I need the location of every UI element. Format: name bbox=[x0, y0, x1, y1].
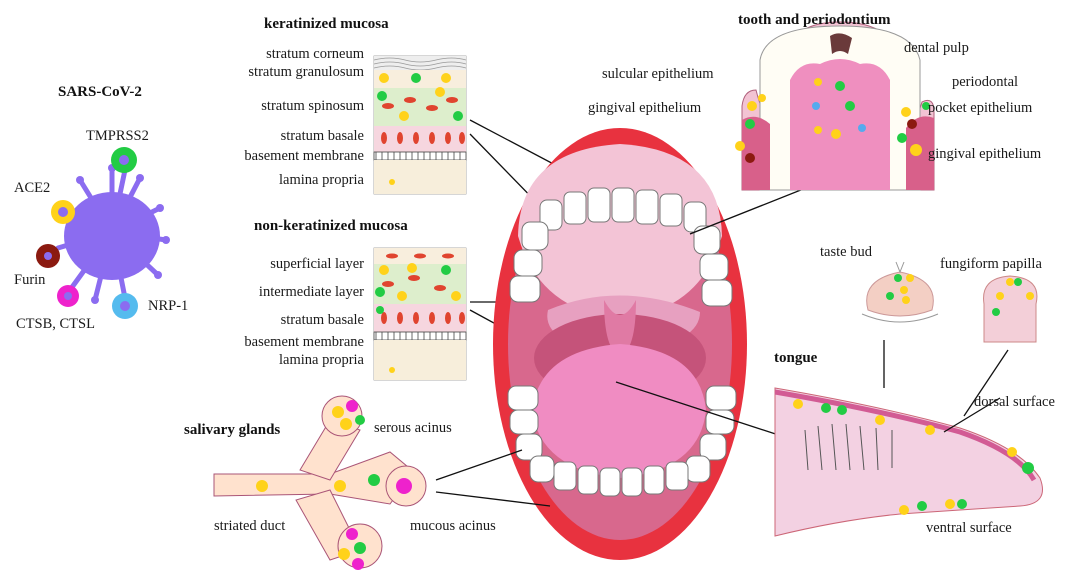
nonkeratinized-layer-label: lamina propria bbox=[279, 352, 364, 369]
nonkeratinized-layer-label: intermediate layer bbox=[259, 284, 364, 301]
salivary-label-serous: serous acinus bbox=[374, 420, 452, 437]
keratinized-title: keratinized mucosa bbox=[264, 16, 389, 33]
tooth-label-gingival-right: gingival epithelium bbox=[928, 146, 1041, 163]
receptor-label-nrp1: NRP-1 bbox=[148, 298, 188, 315]
keratinized-layer-label: stratum spinosum bbox=[261, 98, 364, 115]
tongue-label-taste-bud: taste bud bbox=[820, 244, 872, 261]
taste-bud-illustration bbox=[862, 262, 938, 322]
tongue-title: tongue bbox=[774, 350, 817, 367]
tooth-title: tooth and periodontium bbox=[738, 12, 891, 29]
keratinized-layer-label: stratum granulosum bbox=[248, 64, 364, 81]
tongue-label-ventral: ventral surface bbox=[926, 520, 1012, 537]
salivary-title: salivary glands bbox=[184, 422, 280, 439]
salivary-label-striated: striated duct bbox=[214, 518, 285, 535]
nonkeratinized-layer-label: stratum basale bbox=[281, 312, 364, 329]
fungiform-papilla-illustration bbox=[984, 276, 1037, 342]
tongue-label-dorsal: dorsal surface bbox=[974, 394, 1055, 411]
keratinized-layer-label: stratum basale bbox=[281, 128, 364, 145]
virus-title: SARS-CoV-2 bbox=[58, 84, 142, 101]
nonkeratinized-title: non-keratinized mucosa bbox=[254, 218, 408, 235]
keratinized-layer-label: basement membrane bbox=[244, 148, 364, 165]
receptor-label-tmprss2: TMPRSS2 bbox=[86, 128, 149, 145]
salivary-label-mucous: mucous acinus bbox=[410, 518, 496, 535]
tooth-label-periodontal: periodontal bbox=[952, 74, 1018, 91]
receptor-label-ctsb: CTSB, CTSL bbox=[16, 316, 95, 333]
keratinized-layer-label: lamina propria bbox=[279, 172, 364, 189]
tongue-label-fungiform: fungiform papilla bbox=[940, 256, 1042, 273]
keratinized-layer-label: stratum corneum bbox=[266, 46, 364, 63]
virus-illustration bbox=[36, 147, 170, 319]
receptor-label-ace2: ACE2 bbox=[14, 180, 50, 197]
tooth-label-dental-pulp: dental pulp bbox=[904, 40, 969, 57]
tooth-label-sulcular: sulcular epithelium bbox=[602, 66, 714, 83]
tooth-label-gingival-left: gingival epithelium bbox=[588, 100, 701, 117]
nonkeratinized-layer-label: basement membrane bbox=[244, 334, 364, 351]
tooth-label-pocket: pocket epithelium bbox=[928, 100, 1032, 117]
nonkeratinized-layer-label: superficial layer bbox=[270, 256, 364, 273]
receptor-label-furin: Furin bbox=[14, 272, 45, 289]
